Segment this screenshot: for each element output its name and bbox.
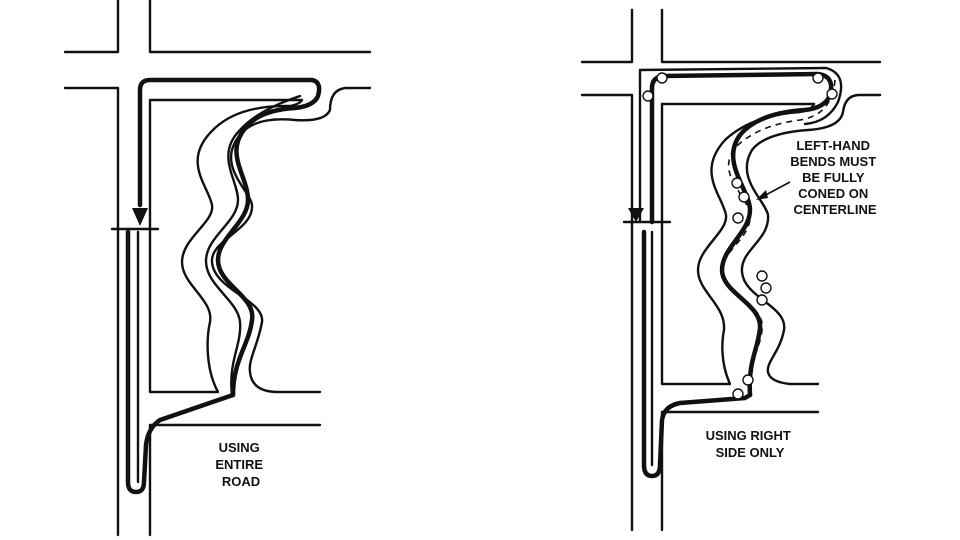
left-path-inner-line [204, 94, 302, 398]
left-winding-road-inner-edge [148, 98, 304, 394]
callout: LEFT-HAND BENDS MUST BE FULLY CONED ON C… [756, 138, 880, 217]
left-caption: USING ENTIRE ROAD [215, 440, 266, 489]
left-road-edges [63, 0, 372, 537]
callout-line-4: CONED ON [798, 186, 868, 201]
right-stop-bar-and-arrow [622, 208, 672, 224]
right-winding-road-outer-edge [740, 93, 882, 386]
left-vertical-road-left-edge [63, 0, 120, 537]
traffic-cone-icon [826, 88, 838, 100]
left-caption-line-2: ENTIRE [215, 457, 263, 472]
traffic-cone-icon [812, 72, 824, 84]
right-panel: LEFT-HAND BENDS MUST BE FULLY CONED ON C… [580, 8, 882, 532]
right-vertical-road-right-edge [660, 8, 882, 64]
traffic-cone-icon [731, 177, 743, 189]
arrowhead-icon [756, 190, 768, 200]
traffic-cone-icon [756, 270, 768, 282]
right-vehicle-path [638, 66, 843, 479]
left-vehicle-path [125, 77, 322, 495]
callout-line-1: LEFT-HAND [796, 138, 870, 153]
right-vertical-road-left-edge [580, 8, 634, 532]
left-caption-line-1: USING [219, 440, 260, 455]
traffic-cone-icon [742, 374, 754, 386]
traffic-cone-icon [738, 191, 750, 203]
left-path-outer-line [137, 77, 322, 398]
traffic-cones [642, 72, 838, 400]
left-stop-bar-and-arrow [110, 208, 160, 231]
left-winding-road-outer-edge [210, 86, 372, 394]
traffic-cone-icon [642, 90, 654, 102]
right-caption-line-2: SIDE ONLY [716, 445, 785, 460]
callout-line-3: BE FULLY [802, 170, 865, 185]
arrowhead-icon [132, 208, 148, 226]
traffic-cone-icon [760, 282, 772, 294]
callout-line-5: CENTERLINE [793, 202, 876, 217]
right-path-return [641, 229, 753, 479]
left-panel: USING ENTIRE ROAD [63, 0, 372, 537]
left-caption-line-3: ROAD [222, 474, 260, 489]
left-vertical-road-right-edge [148, 0, 372, 54]
traffic-cone-icon [756, 294, 768, 306]
right-path-inner-line [638, 66, 843, 224]
right-caption-line-1: USING RIGHT [706, 428, 791, 443]
right-side-road-inner-edge [660, 410, 820, 532]
traffic-cone-icon [732, 212, 744, 224]
right-road-edges [580, 8, 882, 532]
arrowhead-icon [628, 208, 644, 222]
traffic-cone-icon [656, 72, 668, 84]
callout-line-2: BENDS MUST [790, 154, 876, 169]
right-centerline [721, 79, 836, 381]
right-path-outer-line [649, 71, 834, 398]
left-side-road-inner-edge [148, 423, 322, 537]
traffic-cone-icon [732, 388, 744, 400]
callout-text: LEFT-HAND BENDS MUST BE FULLY CONED ON C… [790, 138, 880, 217]
right-caption: USING RIGHT SIDE ONLY [706, 428, 795, 460]
left-path-return [125, 229, 236, 495]
